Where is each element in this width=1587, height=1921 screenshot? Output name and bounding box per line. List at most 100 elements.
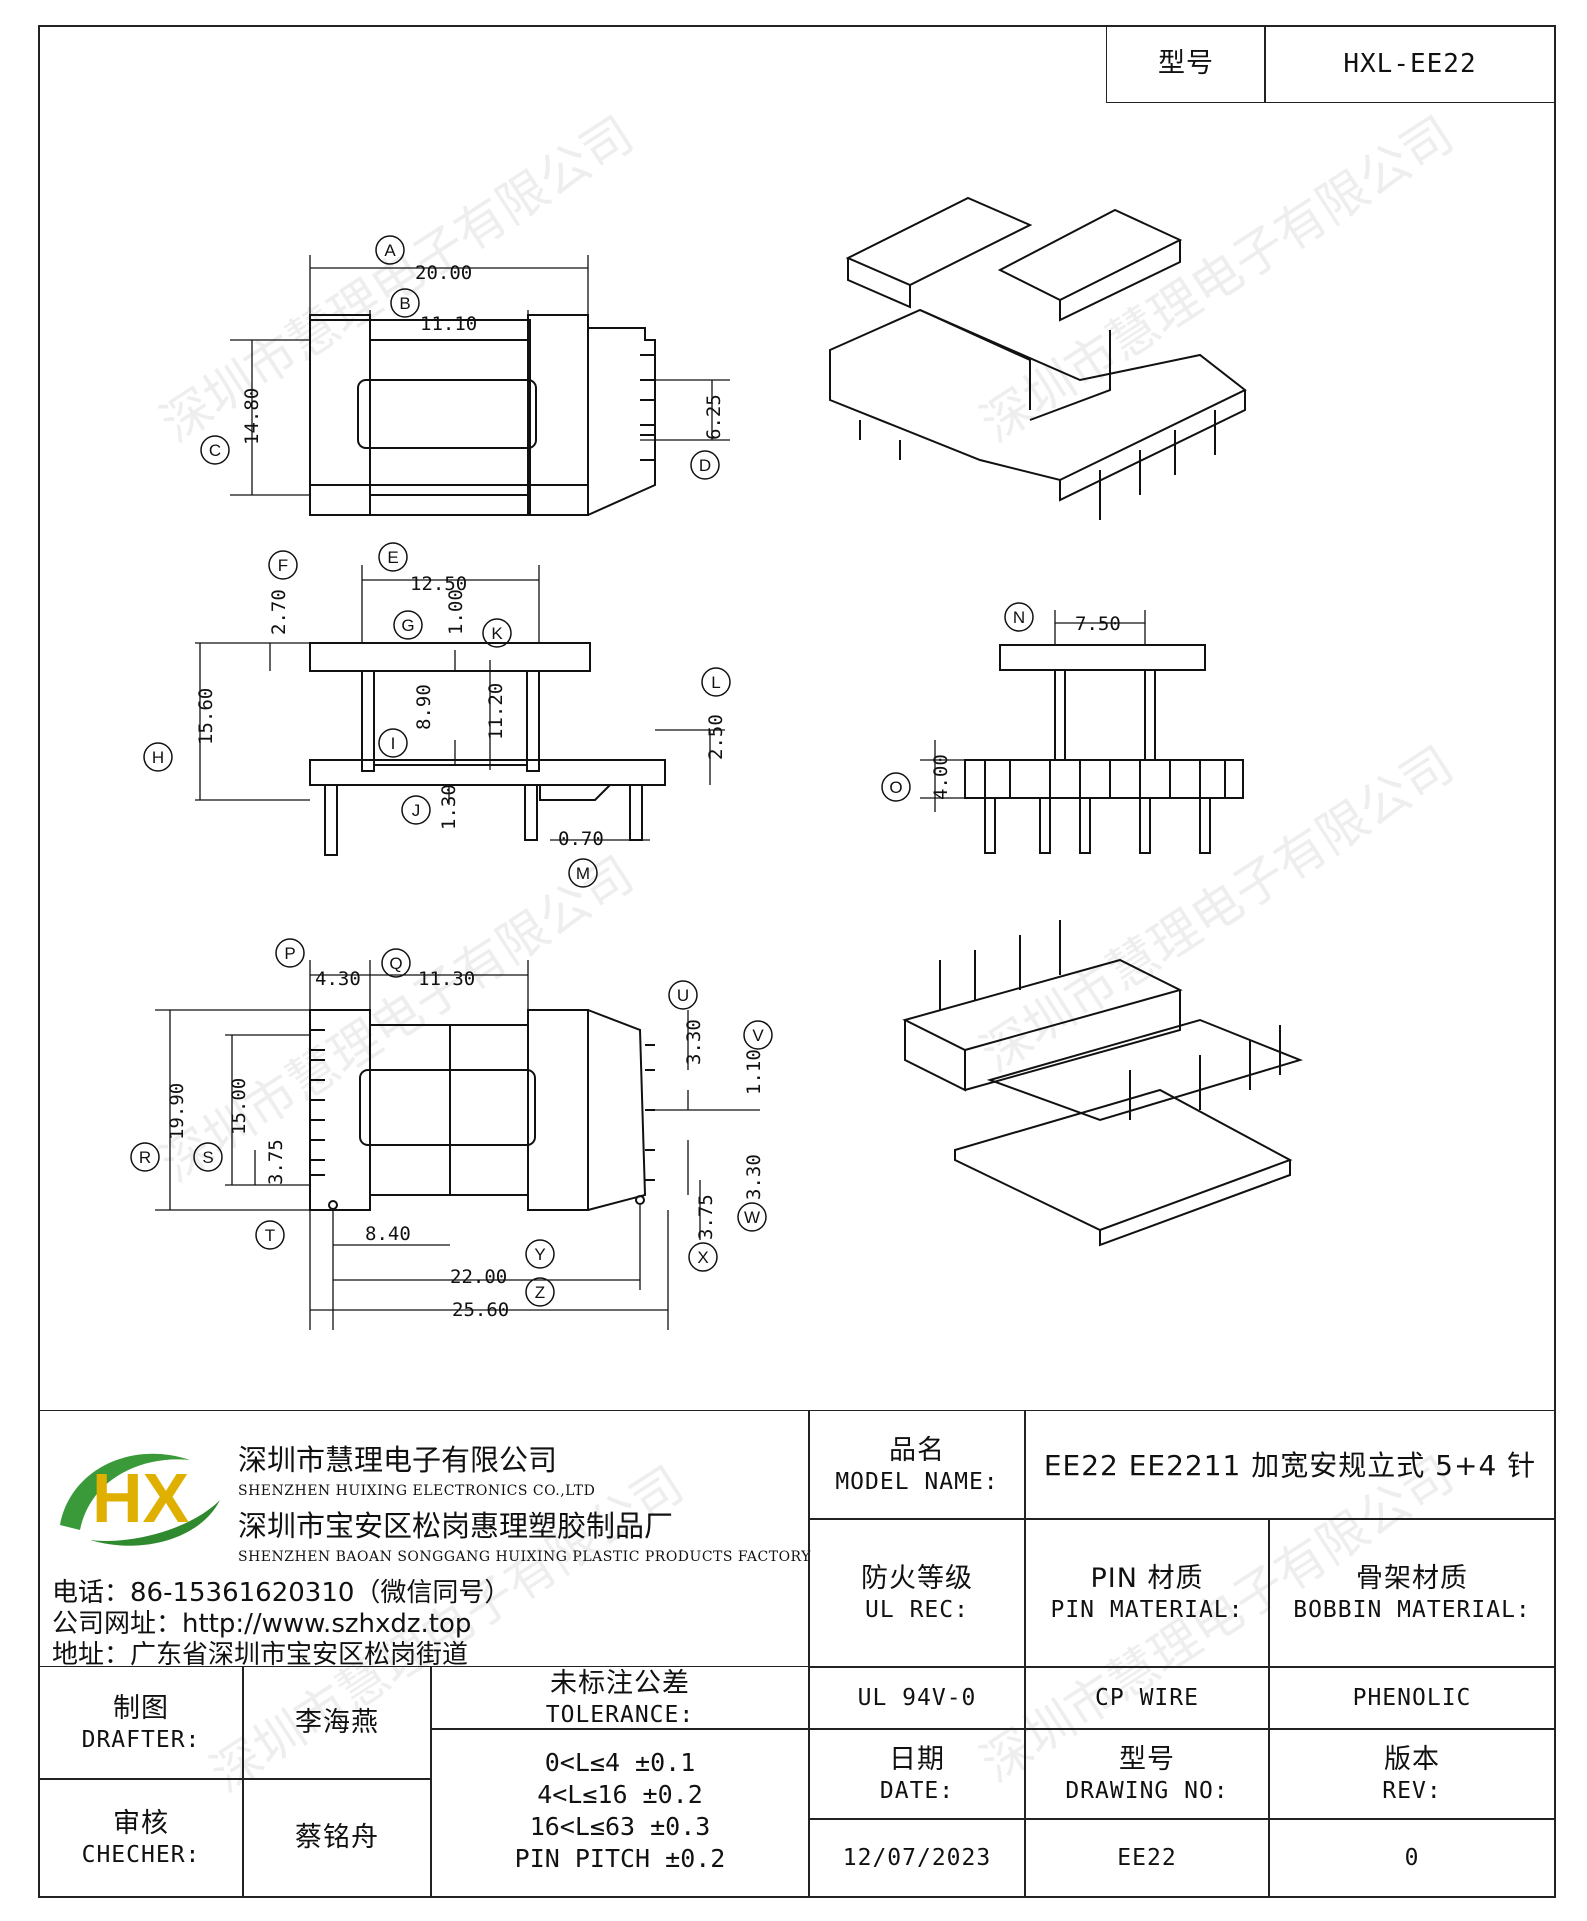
tolerance-label-cn: 未标注公差 [550, 1667, 690, 1699]
dim-label-U: U [677, 986, 689, 1005]
dim-T-value: 3.75 [265, 1139, 287, 1185]
dim-label-circle-Z [525, 1277, 555, 1307]
dim-label-circle-K [482, 618, 512, 648]
isometric-view-1 [829, 196, 1247, 520]
dim-8.40-value: 8.40 [365, 1223, 411, 1245]
dim-label-D: D [699, 456, 711, 475]
company-logo: HX [60, 1453, 220, 1546]
isometric-view-2 [902, 920, 1304, 1247]
dim-M-value: 0.70 [558, 828, 604, 850]
company-website: 公司网址：http://www.szhxdz.top [52, 1609, 472, 1639]
dim-Z-value: 25.60 [452, 1299, 509, 1321]
dim-label-O: O [889, 778, 902, 797]
bobbin-value: PHENOLIC [1352, 1684, 1472, 1711]
company-name-cn: 深圳市慧理电子有限公司 [238, 1443, 558, 1477]
tolerance-line: PIN PITCH ±0.2 [514, 1844, 726, 1873]
dim-G-value: 1.00 [445, 589, 467, 635]
drawing-value-cell: EE22 [1024, 1818, 1270, 1898]
dim-label-I: I [391, 734, 396, 753]
end-view [964, 644, 1244, 854]
dim-label-circle-F [268, 550, 298, 580]
dim-E-value: 12.50 [410, 573, 467, 595]
dim-R-value: 19.90 [166, 1083, 188, 1140]
ul-value: UL 94V-0 [857, 1684, 977, 1711]
checker-label-cn: 审核 [113, 1807, 169, 1839]
dim-label-E: E [387, 548, 398, 567]
dim-label-circle-A [375, 235, 405, 265]
dim-label-P: P [284, 944, 295, 963]
dim-label-G: G [401, 616, 414, 635]
rev-value: 0 [1404, 1844, 1420, 1871]
rev-value-cell: 0 [1268, 1818, 1556, 1898]
dim-label-N: N [1013, 608, 1025, 627]
bobbin-label-en: BOBBIN MATERIAL: [1293, 1596, 1531, 1623]
dim-S-value: 15.00 [228, 1078, 250, 1135]
dim-label-circle-B [390, 288, 420, 318]
date-value-cell: 12/07/2023 [808, 1818, 1026, 1898]
drawing-label-cn: 型号 [1119, 1743, 1175, 1775]
dim-D-value: 6.25 [703, 394, 725, 440]
dim-B-value: 11.10 [420, 313, 477, 335]
date-label-cell: 日期 DATE: [808, 1728, 1026, 1820]
dim-label-circle-O [881, 772, 911, 802]
dim-label-L: L [711, 673, 720, 692]
ul-label-en: UL REC: [865, 1596, 969, 1623]
date-label-en: DATE: [879, 1777, 955, 1804]
dim-J-value: 1.30 [438, 784, 460, 830]
dim-V-value: 1.10 [743, 1049, 765, 1095]
dim-L-value: 2.50 [705, 714, 727, 760]
dim-O-value: 4.00 [930, 754, 952, 800]
dim-label-circle-U [668, 980, 698, 1010]
dim-label-circle-S [193, 1142, 223, 1172]
dim-label-circle-V [743, 1020, 773, 1050]
drafter-label-en: DRAFTER: [81, 1726, 201, 1753]
date-label-cn: 日期 [889, 1743, 945, 1775]
bobbin-label-cell: 骨架材质 BOBBIN MATERIAL: [1268, 1518, 1556, 1668]
dim-label-T: T [265, 1226, 275, 1245]
dim-H-value: 15.60 [195, 688, 217, 745]
dim-P-value: 4.30 [315, 968, 361, 990]
header-model-label: 型号 [1158, 48, 1214, 80]
model-name-label-cell: 品名 MODEL NAME: [808, 1410, 1026, 1520]
dim-label-J: J [412, 801, 421, 820]
dim-label-V: V [752, 1026, 764, 1045]
checker-label-en: CHECHER: [81, 1841, 201, 1868]
dim-N-value: 7.50 [1075, 613, 1121, 635]
factory-name-en: SHENZHEN BAOAN SONGGANG HUIXING PLASTIC … [238, 1549, 811, 1565]
pin-label-cell: PIN 材质 PIN MATERIAL: [1024, 1518, 1270, 1668]
dim-X-value: 3.75 [695, 1194, 717, 1240]
dim-label-S: S [202, 1148, 213, 1167]
pin-label-cn: PIN 材质 [1090, 1562, 1204, 1594]
logo-letters: HX [92, 1459, 190, 1537]
model-name-value-cell: EE22 EE2211 加宽安规立式 5+4 针 [1024, 1410, 1556, 1520]
drawing-label-cell: 型号 DRAWING NO: [1024, 1728, 1270, 1820]
checker-value-cell: 蔡铭舟 [242, 1778, 432, 1898]
dim-label-B: B [399, 294, 410, 313]
dim-label-circle-H [143, 742, 173, 772]
dim-label-circle-L [701, 667, 731, 697]
company-cell [38, 1410, 810, 1668]
dim-label-circle-D [690, 450, 720, 480]
dim-I-value: 8.90 [413, 684, 435, 730]
checker-value: 蔡铭舟 [295, 1822, 379, 1854]
dim-label-Q: Q [389, 954, 402, 973]
factory-name-cn: 深圳市宝安区松岗惠理塑胶制品厂 [238, 1509, 674, 1543]
company-address: 地址：广东省深圳市宝安区松岗街道 [52, 1640, 469, 1670]
dim-label-Y: Y [534, 1245, 545, 1264]
dim-label-circle-C [200, 435, 230, 465]
dim-Y-value: 22.00 [450, 1266, 507, 1288]
drafter-label-cn: 制图 [113, 1692, 169, 1724]
dim-F-value: 2.70 [268, 589, 290, 635]
drafter-label-cell: 制图 DRAFTER: [38, 1666, 244, 1780]
dim-label-H: H [152, 748, 164, 767]
technical-drawing: 20.00 11.10 14.80 6.25 12.50 2.70 1.00 1… [130, 196, 1304, 1330]
dim-label-W: W [744, 1208, 760, 1227]
model-name-label-en: MODEL NAME: [835, 1468, 999, 1495]
bobbin-value-cell: PHENOLIC [1268, 1666, 1556, 1730]
checker-label-cell: 审核 CHECHER: [38, 1778, 244, 1898]
tolerance-line: 0<L≤4 ±0.1 [544, 1748, 696, 1777]
company-name-en: SHENZHEN HUIXING ELECTRONICS CO.,LTD [238, 1483, 596, 1499]
dim-Q-value: 11.30 [418, 968, 475, 990]
pin-value: CP WIRE [1095, 1684, 1199, 1711]
